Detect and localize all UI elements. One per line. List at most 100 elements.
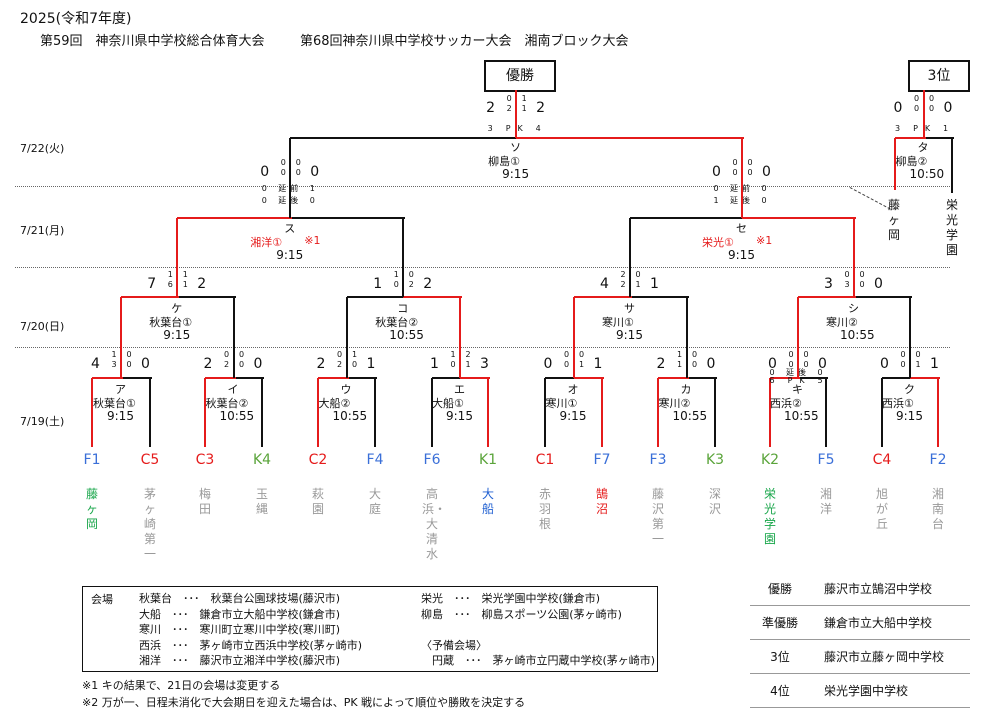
score-right: 0 xyxy=(874,276,883,292)
bracket-line xyxy=(261,378,263,447)
school-name: 藤沢市立藤ヶ岡中学校 xyxy=(810,639,970,674)
bracket-line xyxy=(544,378,546,447)
half-score: 2 xyxy=(620,280,626,289)
half-score: 1 xyxy=(521,104,527,113)
bracket-line xyxy=(741,138,743,218)
match-id: ク xyxy=(904,383,915,396)
half-score: 0 xyxy=(563,350,570,359)
score-left: 2 xyxy=(656,356,666,372)
bracket-line xyxy=(573,296,632,298)
half-score: 0 xyxy=(635,270,641,279)
extra-time-cell: 延 xyxy=(278,196,287,205)
half-score: 0 xyxy=(788,360,794,369)
bracket-line xyxy=(545,377,576,379)
half-score: 0 xyxy=(238,360,245,369)
half-score: 0 xyxy=(126,360,132,369)
bracket-line xyxy=(686,377,717,379)
rank-label: 準優勝 xyxy=(750,605,810,640)
score-left: 0 xyxy=(543,356,553,372)
match-time: 10:55 xyxy=(840,328,875,342)
rank-label: 4位 xyxy=(750,673,810,708)
date-label: 7/19(土) xyxy=(20,415,65,428)
match-time: 9:15 xyxy=(502,167,530,181)
match-time: 9:15 xyxy=(728,248,755,262)
half-score: 0 xyxy=(732,168,738,177)
team-name: 藤ヶ岡 xyxy=(85,487,98,531)
bracket-line xyxy=(853,218,855,297)
match-venue: 大船② xyxy=(318,397,351,410)
bracket-line xyxy=(881,378,883,447)
match-time: 9:15 xyxy=(276,248,304,262)
match-venue: 秋葉台① xyxy=(93,397,136,410)
half-score: 6 xyxy=(167,280,173,289)
extra-time-cell: P xyxy=(787,376,793,385)
team-code: C3 xyxy=(195,452,215,468)
match-time: 10:55 xyxy=(219,409,255,423)
bracket-line xyxy=(798,296,856,298)
match-time: 10:55 xyxy=(672,409,708,423)
half-score: 0 xyxy=(408,270,414,279)
score-right: 1 xyxy=(593,356,603,372)
bracket-line xyxy=(432,377,462,379)
bracket-line xyxy=(770,377,800,379)
score-left: 4 xyxy=(91,356,100,372)
match-time: 9:15 xyxy=(896,409,923,423)
match-venue: 西浜① xyxy=(882,397,914,410)
half-score: 3 xyxy=(111,360,117,369)
bracket-line xyxy=(290,217,406,219)
bracket-line xyxy=(657,378,659,447)
match-venue: 柳島② xyxy=(895,155,928,168)
match-time: 9:15 xyxy=(616,328,643,342)
half-score: 1 xyxy=(182,280,188,289)
bracket-line xyxy=(910,377,940,379)
score-right: 0 xyxy=(310,164,320,180)
half-score: 1 xyxy=(111,350,117,359)
year-label: 2025(令和7年度) xyxy=(20,11,132,27)
extra-time-cell: 5 xyxy=(817,376,823,385)
match-venue: 栄光① xyxy=(702,236,734,249)
half-score: 0 xyxy=(280,168,286,177)
bracket-line xyxy=(346,377,377,379)
half-score: 0 xyxy=(223,350,230,359)
match-time: 9:15 xyxy=(163,328,191,342)
bracket-line xyxy=(629,218,631,297)
venue-item: 円蔵 ･･･ 茅ヶ崎市立円蔵中学校(茅ヶ崎市) xyxy=(421,654,656,667)
half-score: 1 xyxy=(167,270,173,279)
match-venue: 湘洋① xyxy=(250,236,283,249)
extra-time-cell: 前 xyxy=(290,184,299,193)
half-score: 0 xyxy=(928,104,935,113)
team-name: 玉縄 xyxy=(255,487,268,516)
bracket-line xyxy=(431,378,433,447)
extra-time-cell: 6 xyxy=(769,376,775,385)
team-code: C4 xyxy=(872,452,892,468)
bracket-line xyxy=(487,378,489,447)
bracket-line xyxy=(289,138,292,218)
rank-label: 優勝 xyxy=(750,572,810,606)
match-id: サ xyxy=(624,302,635,315)
bracket-line xyxy=(345,297,348,378)
half-score: 0 xyxy=(563,360,570,369)
extra-time-cell: K xyxy=(799,376,805,385)
team-code: F2 xyxy=(929,452,947,468)
match-id: タ xyxy=(917,141,929,154)
bracket-line xyxy=(121,296,180,298)
bracket-line xyxy=(714,378,716,447)
score-right: 3 xyxy=(480,356,489,372)
half-score: 0 xyxy=(803,360,809,369)
score-left: 2 xyxy=(203,356,213,372)
extra-time-cell: 0 xyxy=(713,184,719,193)
extra-time-cell: 0 xyxy=(261,196,267,205)
match-venue: 寒川② xyxy=(658,397,691,410)
match-note: ※1 xyxy=(304,234,321,247)
score-right: 2 xyxy=(536,100,546,116)
bracket-line xyxy=(121,377,152,379)
venue-item: 秋葉台 ･･･ 秋葉台公園球技場(藤沢市) xyxy=(139,592,341,605)
venue-item: 大船 ･･･ 鎌倉市立大船中学校(鎌倉市) xyxy=(139,607,341,621)
team-code: F1 xyxy=(83,452,101,468)
extra-time-cell: 1 xyxy=(309,184,315,193)
match-venue: 秋葉台② xyxy=(205,397,249,410)
bracket-line xyxy=(120,297,122,378)
score-left: 0 xyxy=(768,356,777,372)
match-time: 10:55 xyxy=(332,409,368,423)
third-place-box: 3位 xyxy=(908,60,970,92)
